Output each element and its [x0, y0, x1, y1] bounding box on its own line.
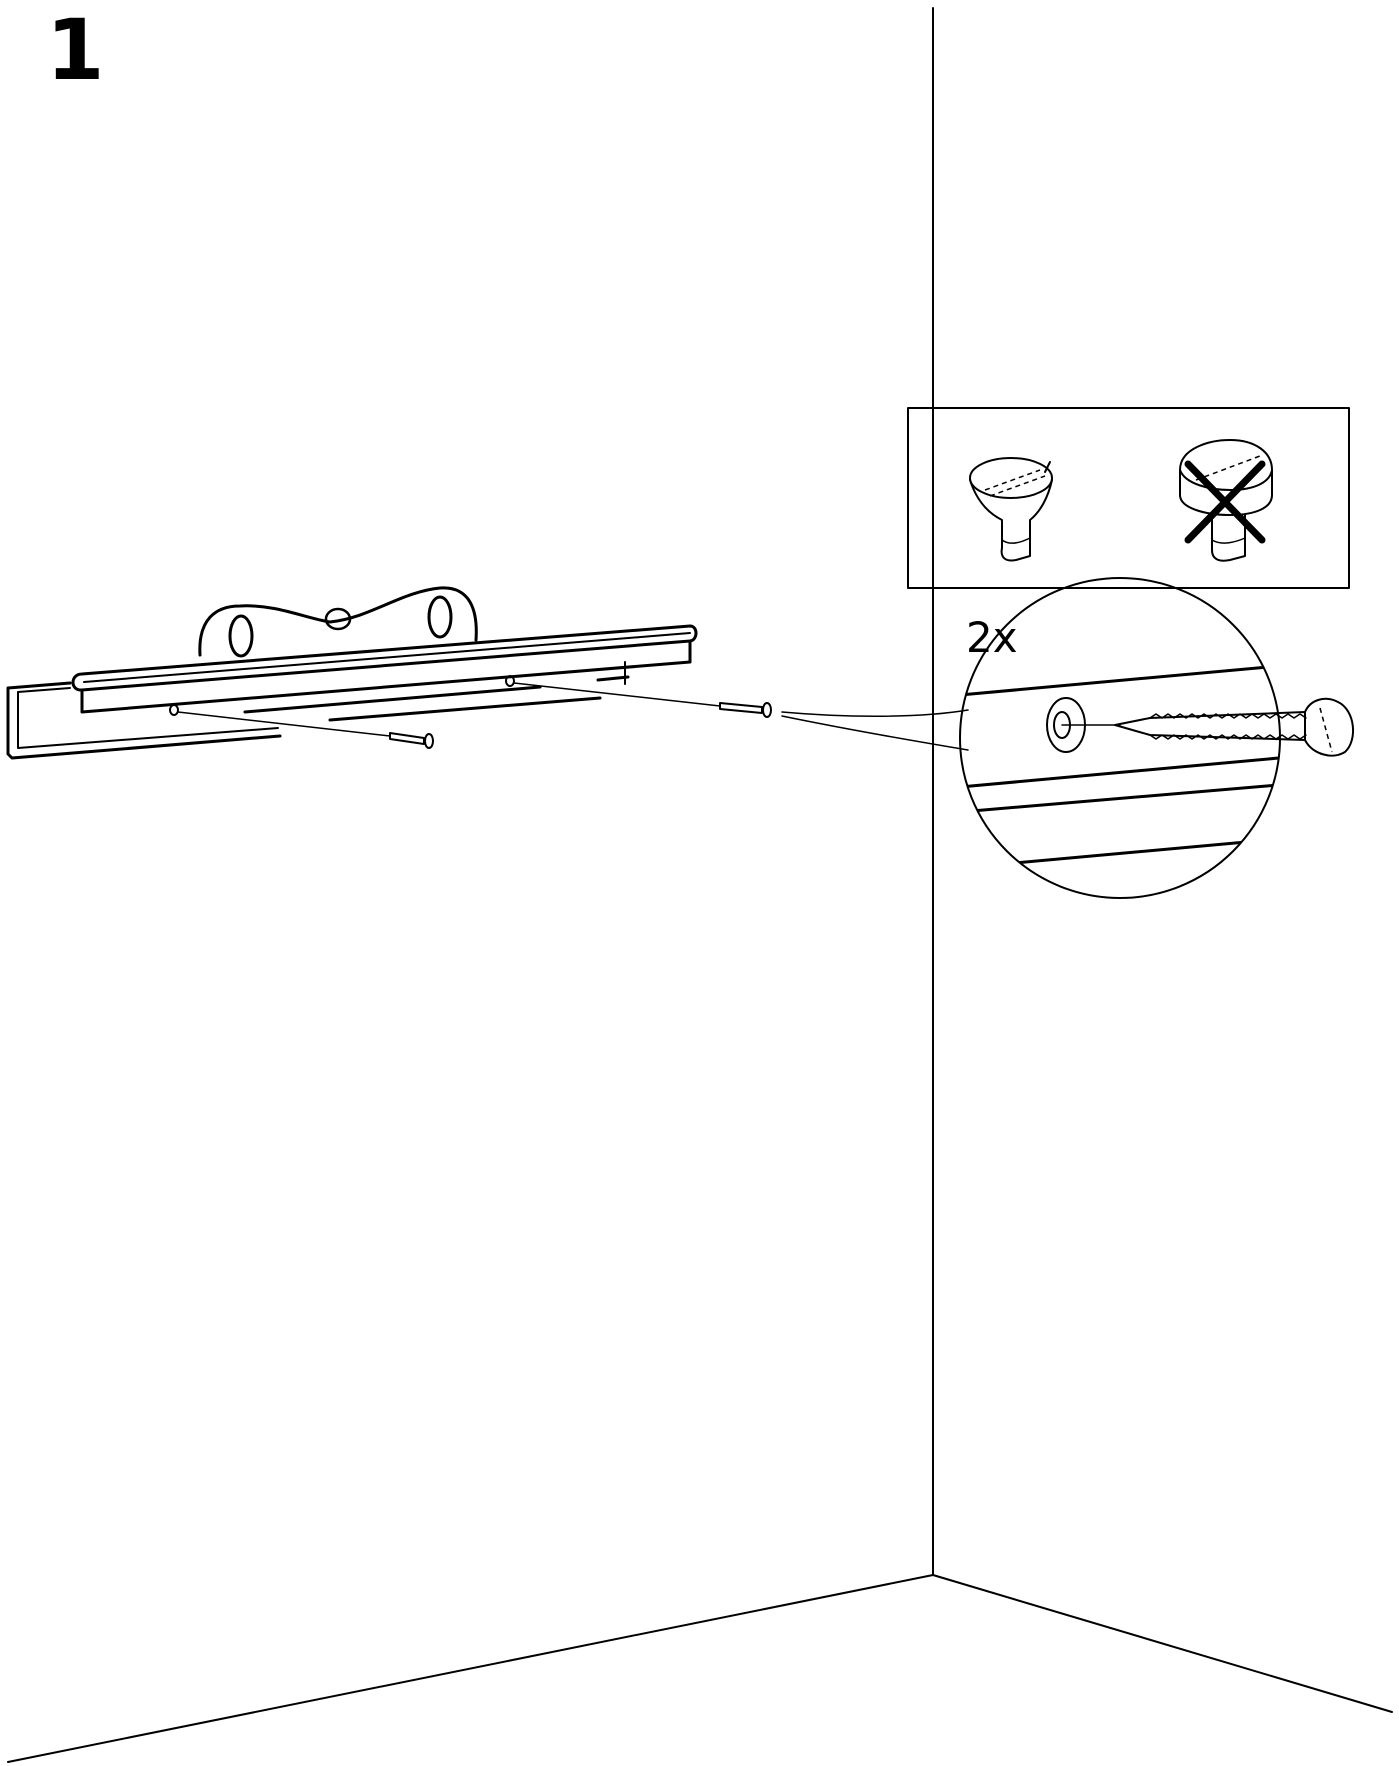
rail-end-profile: [6, 681, 282, 760]
countersunk-body: [969, 479, 1053, 562]
rail-lower-groove-1: [243, 685, 542, 714]
countersunk-head-top: [969, 457, 1053, 499]
level-bubble: [324, 607, 352, 631]
quantity-label: 2x: [966, 613, 1018, 662]
pan-head-slot: [1195, 455, 1261, 481]
detail-rail-edge-1: [960, 663, 1280, 697]
shelf-rail: [6, 586, 698, 760]
screw-guide-left: [177, 711, 391, 737]
countersunk-slot-line: [984, 469, 1041, 491]
screw-guide-right: [513, 682, 721, 707]
rail-lower-groove-3: [596, 675, 630, 682]
rail-top-highlight: [83, 632, 691, 683]
pan-head-thread: [1211, 537, 1246, 544]
countersunk-slot-line-2: [989, 475, 1046, 497]
detail-circle-outline: [959, 577, 1281, 899]
rail-front-face: [80, 639, 692, 714]
screws: [177, 682, 772, 749]
leader-line-top: [781, 709, 969, 718]
countersunk-slot-notch: [1044, 461, 1051, 473]
detail-screw-shank: [1114, 711, 1306, 741]
screw-hole-left: [169, 704, 179, 716]
pan-head-rim: [1179, 469, 1273, 491]
detail-callout-leader: [781, 709, 969, 751]
magnified-detail: [959, 577, 1355, 899]
pan-head-shank: [1211, 514, 1246, 562]
level-back-plate: [198, 586, 478, 657]
screw-right-head: [762, 702, 772, 718]
rail-inner-edge: [17, 691, 279, 749]
countersunk-thread: [1001, 537, 1031, 544]
detail-screw-head: [1304, 697, 1355, 757]
inset-frame: [907, 407, 1350, 589]
screw-hole-right: [505, 675, 515, 687]
detail-rail-edge-2: [960, 755, 1280, 789]
countersunk-screw-head-icon: [969, 457, 1053, 562]
cross-mark-stroke-2: [1184, 460, 1266, 544]
screw-right-shank: [719, 702, 763, 714]
detail-screw: [1114, 697, 1355, 757]
level-vial-left: [228, 614, 254, 658]
step-number: 1: [46, 1, 105, 99]
floor-line-right: [932, 1574, 1393, 1713]
detail-rail-edge-3: [960, 782, 1280, 814]
detail-screw-thread-bottom: [1149, 734, 1307, 740]
leader-line-bottom: [781, 715, 969, 751]
level-vial-right: [427, 595, 453, 639]
pan-head-body: [1179, 439, 1273, 516]
pan-head-screw-crossed-icon: [1179, 439, 1273, 562]
room-corner: [7, 7, 1393, 1763]
rail-lip: [17, 687, 71, 693]
screw-left-head: [424, 733, 434, 749]
screw-left-shank: [389, 732, 425, 745]
detail-screw-thread-top: [1149, 713, 1307, 719]
cross-mark-icon: [1184, 460, 1266, 544]
detail-screw-slot: [1319, 707, 1333, 753]
rail-lower-groove-2: [328, 696, 602, 722]
screw-type-inset: [907, 407, 1350, 589]
floor-line-left: [7, 1574, 934, 1763]
